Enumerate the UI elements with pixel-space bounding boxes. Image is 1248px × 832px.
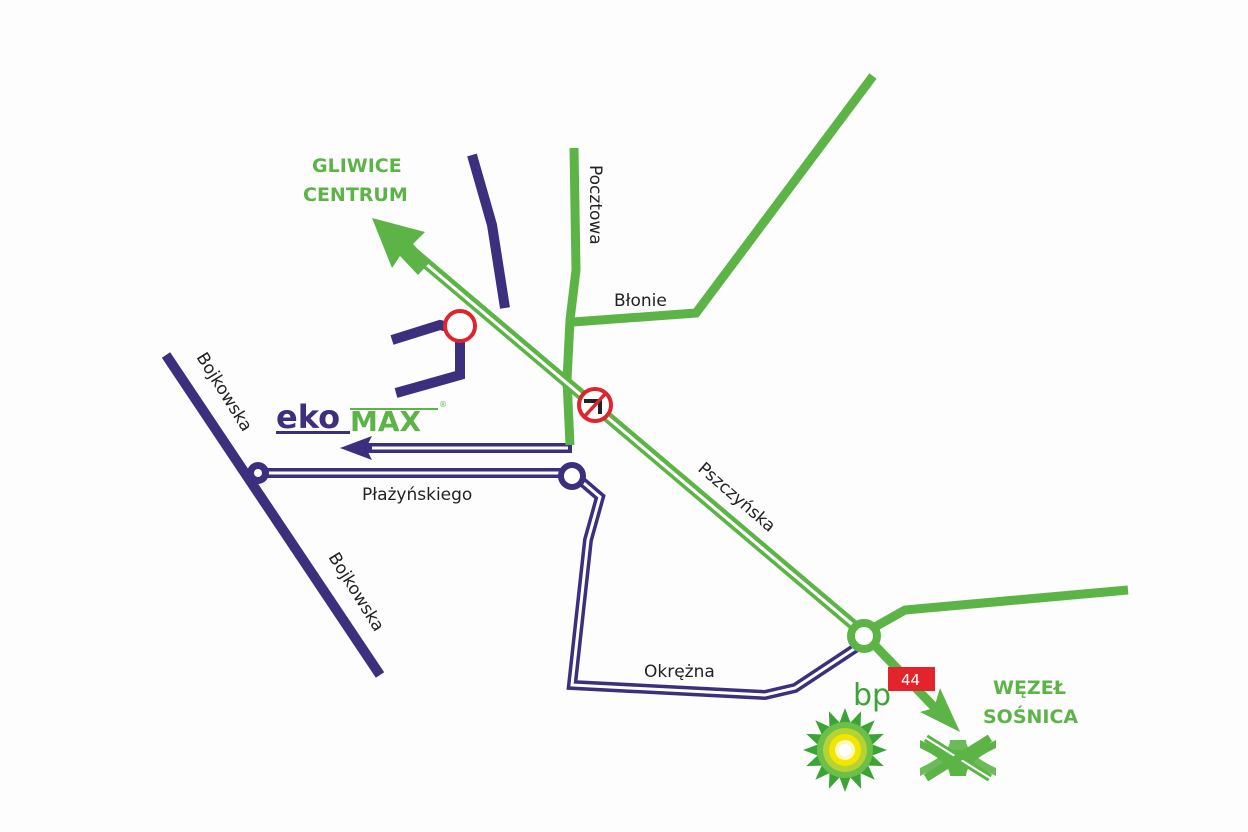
no-left-turn-icon <box>577 387 613 423</box>
red-circle-marker <box>443 309 477 343</box>
road-bojkowska <box>161 352 385 678</box>
destination-wezel-line1: WĘZEŁ <box>993 677 1066 699</box>
label-pocztowa: Pocztowa <box>585 165 605 245</box>
destination-gliwice-line1: GLIWICE <box>312 155 402 177</box>
road-blonie <box>572 73 877 327</box>
arrow-gliwice-centrum <box>372 218 430 275</box>
roundabout-pszczynska <box>847 619 881 653</box>
arrow-wezel-sosnica <box>920 688 960 732</box>
label-okrezna: Okrężna <box>644 662 715 682</box>
route-44-badge: 44 <box>888 667 935 691</box>
roundabout-bojkowska-center <box>254 469 262 477</box>
bp-wordmark: bp <box>853 678 891 713</box>
label-blonie: Błonie <box>614 291 667 311</box>
label-bojkowska-north: Bojkowska <box>192 349 256 435</box>
interchange-icon <box>920 734 996 782</box>
label-plazynskiego: Płażyńskiego <box>362 485 472 505</box>
arrow-to-ekomax <box>340 436 372 460</box>
destination-wezel-line2: SOŚNICA <box>983 704 1078 728</box>
road-north-purple <box>467 153 510 309</box>
ekomax-logo-max: MAX <box>350 405 422 438</box>
road-pocztowa <box>562 147 581 446</box>
label-bojkowska-south: Bojkowska <box>324 549 388 635</box>
route-44-number: 44 <box>901 671 920 689</box>
bp-helios-icon <box>803 708 887 792</box>
road-pszczynska-center <box>425 262 861 633</box>
roundabout-plazynskiego <box>558 462 586 490</box>
road-east-green <box>863 585 1129 636</box>
ekomax-logo-eko: eko <box>276 398 340 436</box>
ekomax-logo: eko MAX ® <box>276 398 447 438</box>
destination-gliwice-line2: CENTRUM <box>303 184 408 206</box>
road-okrezna-center <box>570 471 861 697</box>
ekomax-registered-mark: ® <box>439 400 447 409</box>
